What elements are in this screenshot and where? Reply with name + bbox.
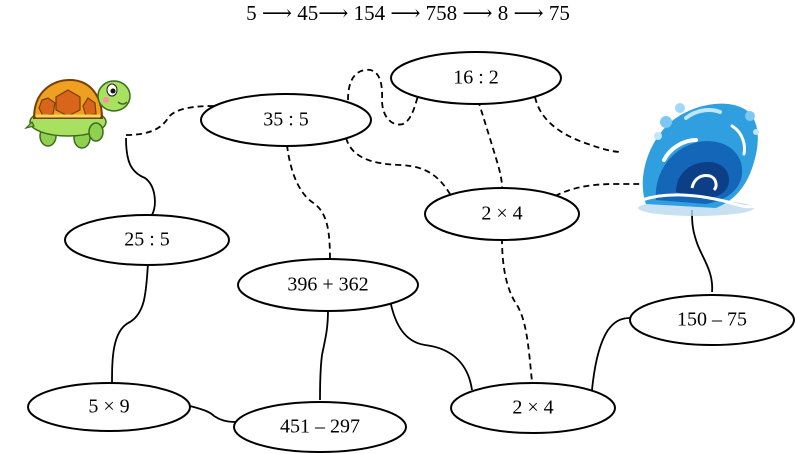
path-2x4t-wave — [554, 183, 642, 197]
node-35-5: 35 : 5 — [200, 93, 372, 147]
path-25-5-5x9 — [111, 263, 149, 386]
wave-icon — [638, 103, 759, 216]
node-label: 2 × 4 — [481, 203, 522, 225]
path-2x4t-2x4b — [501, 237, 533, 383]
path-150-wave — [691, 209, 713, 293]
node-label: 451 – 297 — [280, 416, 360, 438]
paths — [111, 68, 713, 423]
node-2x4-bottom: 2 × 4 — [450, 382, 616, 434]
sequence-title: 5 ⟶ 45⟶ 154 ⟶ 758 ⟶ 8 ⟶ 75 — [246, 1, 570, 25]
node-2x4-top: 2 × 4 — [424, 187, 580, 241]
node-451-297: 451 – 297 — [233, 401, 407, 453]
path-396-2x4b — [389, 299, 473, 391]
node-label: 150 – 75 — [677, 309, 747, 331]
path-5x9-451 — [189, 405, 237, 423]
node-label: 16 : 2 — [453, 67, 499, 89]
node-396-362: 396 + 362 — [237, 258, 419, 312]
path-35-5-16-2 — [347, 68, 419, 126]
path-35-5-2x4t — [345, 137, 451, 195]
node-5x9: 5 × 9 — [27, 382, 191, 432]
path-16-2-2x4t — [477, 99, 503, 189]
path-396-451 — [319, 309, 329, 401]
turtle-icon — [24, 78, 131, 149]
node-150-75: 150 – 75 — [629, 294, 795, 346]
path-16-2-wave — [534, 96, 623, 153]
node-16-2: 16 : 2 — [390, 51, 562, 105]
path-turtle-25-5 — [125, 137, 156, 216]
node-label: 396 + 362 — [287, 274, 368, 296]
path-35-5-396 — [286, 144, 331, 263]
path-2x4b-150 — [591, 317, 631, 391]
node-label: 5 × 9 — [88, 396, 129, 418]
node-25-5: 25 : 5 — [64, 214, 230, 266]
node-label: 2 × 4 — [512, 397, 553, 419]
node-label: 25 : 5 — [124, 229, 170, 251]
node-label: 35 : 5 — [263, 109, 309, 131]
